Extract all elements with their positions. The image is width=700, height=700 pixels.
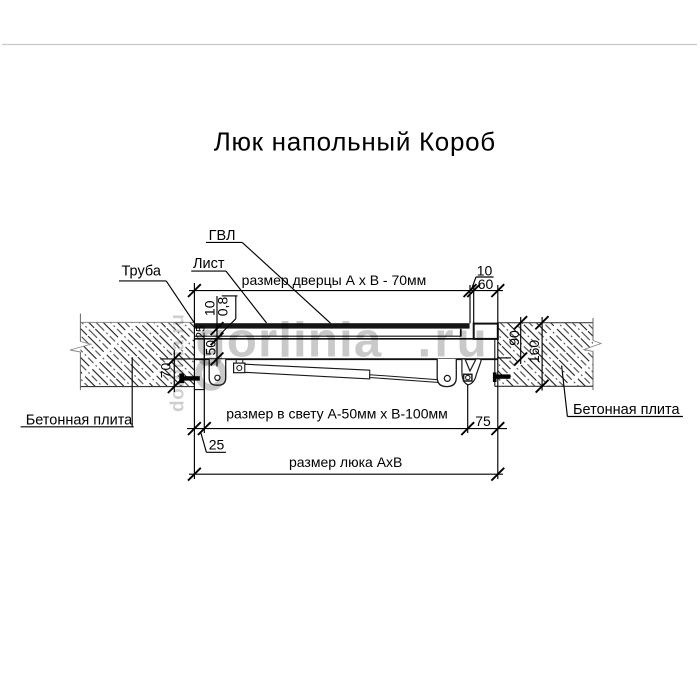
svg-text:25: 25 bbox=[196, 326, 208, 339]
svg-text:Люк напольный Короб: Люк напольный Короб bbox=[214, 127, 496, 157]
svg-text:90: 90 bbox=[506, 330, 522, 346]
svg-text:160: 160 bbox=[526, 340, 542, 364]
svg-text:0,8: 0,8 bbox=[215, 297, 231, 317]
svg-text:dorlinia.ru: dorlinia.ru bbox=[168, 314, 189, 412]
svg-text:75: 75 bbox=[475, 413, 491, 429]
svg-text:25: 25 bbox=[209, 437, 225, 453]
svg-text:60: 60 bbox=[478, 276, 494, 292]
svg-text:.ru: .ru bbox=[418, 313, 490, 368]
svg-text:Бетонная плита: Бетонная плита bbox=[573, 402, 680, 418]
svg-text:Труба: Труба bbox=[122, 263, 162, 279]
svg-text:10: 10 bbox=[202, 300, 218, 316]
svg-text:размер люка АхВ: размер люка АхВ bbox=[289, 454, 402, 470]
svg-text:70: 70 bbox=[158, 363, 174, 379]
svg-text:gorlinia: gorlinia bbox=[196, 313, 383, 368]
svg-text:Лист: Лист bbox=[193, 256, 225, 272]
svg-text:размер в свету А-50мм х В-100м: размер в свету А-50мм х В-100мм bbox=[226, 406, 448, 422]
svg-text:размер дверцы А х В - 70мм: размер дверцы А х В - 70мм bbox=[242, 272, 427, 288]
svg-text:Бетонная плита: Бетонная плита bbox=[26, 413, 133, 429]
svg-text:10: 10 bbox=[477, 262, 493, 278]
svg-text:ГВЛ: ГВЛ bbox=[209, 228, 236, 244]
svg-text:50: 50 bbox=[202, 340, 218, 356]
